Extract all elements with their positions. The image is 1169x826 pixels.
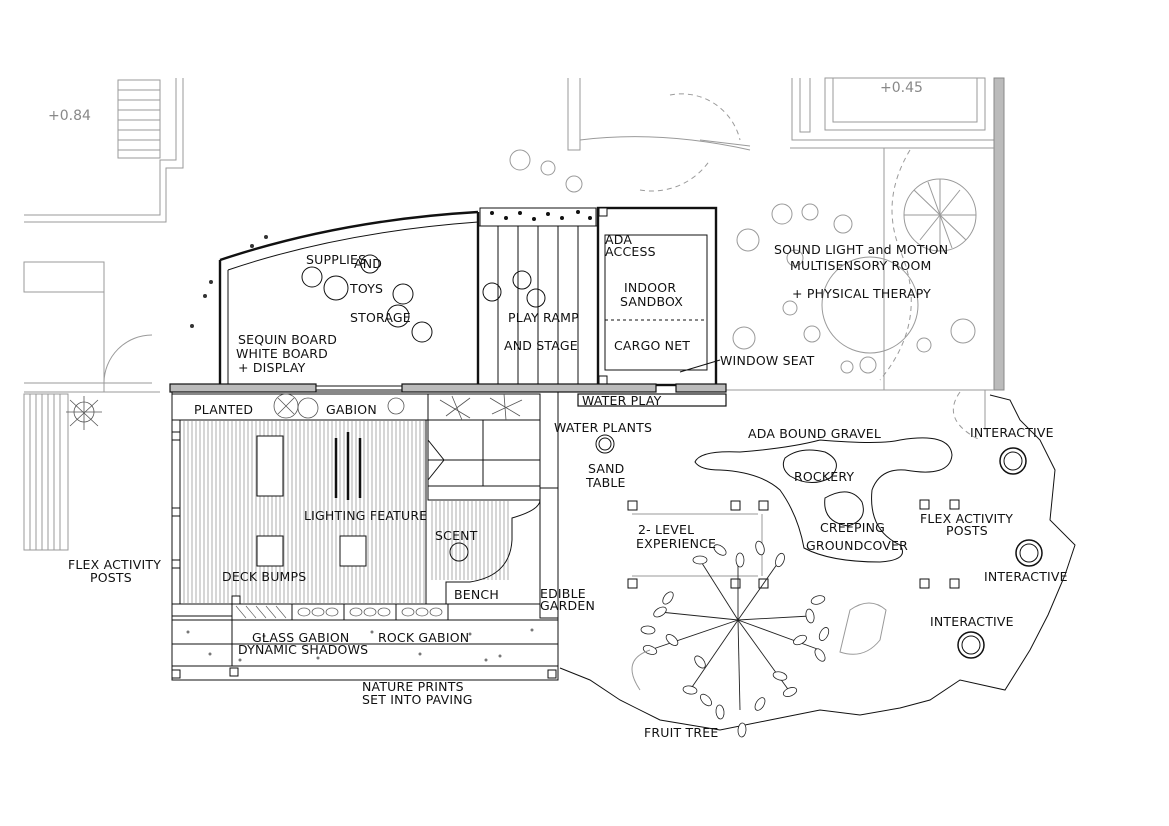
label-flex-right-2: POSTS [946, 523, 988, 538]
tree-leaf [653, 606, 667, 618]
tree-leaf [715, 704, 725, 720]
label-nature-prints: NATURE PRINTS [362, 679, 464, 694]
label-interactive-1: INTERACTIVE [970, 425, 1054, 440]
label-edible: EDIBLE [540, 586, 586, 601]
label-table: TABLE [585, 475, 626, 490]
deck-area [66, 391, 559, 681]
label-storage: STORAGE [350, 310, 411, 325]
label-play-ramp: PLAY RAMP [508, 310, 579, 325]
label-rock-gabion: ROCK GABION [378, 630, 469, 645]
label-dynamic-shadows: DYNAMIC SHADOWS [238, 642, 368, 657]
label-experience: EXPERIENCE [636, 536, 716, 551]
label-two-level: 2- LEVEL [638, 522, 694, 537]
label-water-play: WATER PLAY [582, 393, 662, 408]
label-garden: GARDEN [540, 598, 595, 613]
tree-leaf [772, 671, 788, 681]
label-toys: TOYS [349, 281, 383, 296]
tree-leaf [814, 648, 826, 662]
tree-leaf [700, 693, 712, 707]
label-scent: SCENT [435, 528, 478, 543]
label-deck-bumps: DECK BUMPS [222, 569, 306, 584]
interior-rooms [169, 206, 727, 407]
label-multisensory-1: SOUND LIGHT and MOTION [774, 242, 948, 257]
label-groundcover: GROUNDCOVER [806, 538, 908, 553]
label-and: AND [354, 256, 382, 271]
tree-leaf [682, 685, 698, 695]
tree-leaf [737, 722, 747, 738]
tree-leaf [640, 625, 656, 635]
label-planted: PLANTED [194, 402, 253, 417]
level-right: +0.45 [880, 80, 923, 96]
tree-leaf [755, 540, 765, 556]
label-fruit-tree: FRUIT TREE [644, 725, 718, 740]
label-gabion: GABION [326, 402, 377, 417]
label-flex-right-1: FLEX ACTIVITY [920, 511, 1013, 526]
tree-leaf [805, 608, 815, 624]
label-indoor: INDOOR [624, 280, 676, 295]
label-sand: SAND [588, 461, 625, 476]
label-physical-therapy: + PHYSICAL THERAPY [792, 286, 931, 301]
tree-leaf [810, 595, 826, 605]
label-and-stage: AND STAGE [504, 338, 578, 353]
existing-building [23, 77, 1076, 731]
tree-leaf [694, 655, 706, 669]
tree-leaf [782, 687, 798, 697]
tree-leaf [754, 697, 766, 711]
label-ada: ADA [605, 232, 632, 247]
tree-leaf [793, 634, 807, 646]
label-flex-left-1: FLEX ACTIVITY [68, 557, 161, 572]
plan-labels: +0.84 +0.45 SUPPLIES AND TOYS STORAGE SE… [48, 80, 1068, 740]
tree-leaf [775, 552, 785, 568]
label-rockery: ROCKERY [794, 469, 854, 484]
label-window-seat: WINDOW SEAT [720, 353, 815, 368]
label-bench: BENCH [454, 587, 499, 602]
level-left: +0.84 [48, 108, 91, 124]
tree-leaf [662, 591, 674, 605]
label-supplies: SUPPLIES [306, 252, 366, 267]
label-lighting-feature: LIGHTING FEATURE [304, 508, 427, 523]
label-display: + DISPLAY [238, 360, 306, 375]
fruit-tree-icon [649, 559, 821, 711]
label-flex-left-2: POSTS [90, 570, 132, 585]
tree-leaf [818, 627, 830, 641]
label-sequin-board: SEQUIN BOARD [238, 332, 337, 347]
label-glass-gabion: GLASS GABION [252, 630, 349, 645]
tree-leaf [713, 544, 727, 556]
label-set-into-paving: SET INTO PAVING [362, 692, 473, 707]
tree-leaf [735, 552, 745, 568]
garden-area [595, 434, 1043, 738]
label-creeping: CREEPING [820, 520, 885, 535]
tree-leaf [692, 555, 708, 565]
label-access: ACCESS [605, 244, 656, 259]
label-sandbox: SANDBOX [620, 294, 683, 309]
label-interactive-2: INTERACTIVE [984, 569, 1068, 584]
label-ada-bound-gravel: ADA BOUND GRAVEL [748, 426, 881, 441]
label-multisensory-2: MULTISENSORY ROOM [790, 258, 932, 273]
tree-leaf [665, 634, 679, 646]
label-white-board: WHITE BOARD [236, 346, 328, 361]
label-water-plants: WATER PLANTS [554, 420, 652, 435]
label-interactive-3: INTERACTIVE [930, 614, 1014, 629]
label-cargo-net: CARGO NET [614, 338, 690, 353]
